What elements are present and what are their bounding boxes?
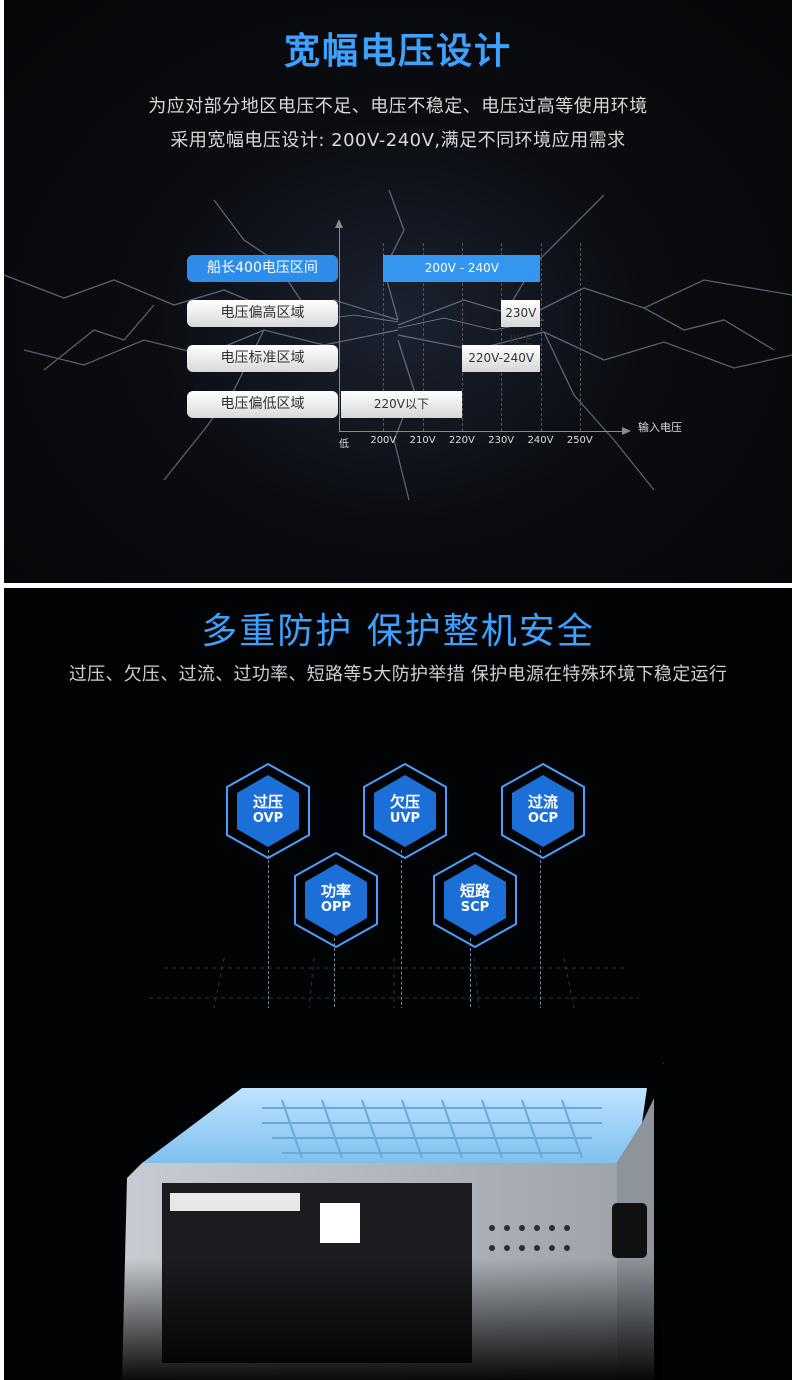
x-tick-label: 210V: [409, 435, 436, 446]
connector-line: [401, 850, 402, 1020]
gridline: [579, 243, 581, 431]
range-bar: 220V-240V: [461, 345, 541, 372]
x-tick-label: 240V: [527, 435, 554, 446]
wide-voltage-section: 宽幅电压设计 为应对部分地区电压不足、电压不稳定、电压过高等使用环境 采用宽幅电…: [4, 0, 792, 583]
x-tick-label: 220V: [448, 435, 475, 446]
y-axis-arrow: [335, 219, 343, 228]
range-bar: 220V以下: [341, 391, 462, 418]
gridline: [461, 243, 463, 431]
badge-en-label: OCP: [527, 811, 559, 826]
x-tick-label: 200V: [370, 435, 397, 446]
row-label: 船长400电压区间: [187, 255, 338, 282]
row-label: 电压偏高区域: [187, 300, 338, 327]
x-tick-label: 250V: [566, 435, 593, 446]
badge-cn-label: 过流: [527, 793, 558, 811]
x-tick-label: 低: [339, 439, 349, 450]
gridline: [501, 243, 503, 431]
connector-line: [540, 850, 541, 1040]
badge-en-label: OPP: [320, 900, 352, 915]
hexagon-icon: [501, 762, 585, 860]
protection-section: 多重防护 保护整机安全 过压、欠压、过流、过功率、短路等5大防护举措 保护电源在…: [4, 588, 792, 1380]
section-title: 多重防护 保护整机安全: [201, 611, 595, 652]
x-axis-arrow: [622, 427, 631, 435]
x-axis: [339, 431, 624, 432]
range-bar: 230V以上: [501, 300, 541, 347]
x-tick-label: 230V: [488, 435, 515, 446]
subtitle-line-2: 采用宽幅电压设计: 200V-240V,满足不同环境应用需求: [170, 130, 626, 151]
badge-cn-label: 过压: [252, 793, 283, 811]
power-supply-illustration: [122, 1008, 662, 1380]
voltage-chart: 输入电压 低 200V 210V 220V 230V 240V 250V 船长400电压区间 2…: [4, 215, 792, 455]
gridline: [540, 243, 542, 431]
badge-en-label: UVP: [389, 811, 421, 826]
range-bar: 200V - 240V: [383, 255, 541, 282]
row-label: 电压标准区域: [187, 345, 338, 372]
gridline: [383, 243, 385, 431]
badge-cn-label: 欠压: [389, 793, 420, 811]
connector-line: [268, 850, 269, 1080]
badge-en-label: SCP: [460, 900, 490, 915]
row-label: 电压偏低区域: [187, 391, 338, 418]
hexagon-icon: [363, 762, 447, 860]
hexagon-icon: [294, 851, 378, 949]
y-axis: [339, 227, 340, 432]
badge-cn-label: 短路: [459, 882, 490, 900]
section-subtitle: 过压、欠压、过流、过功率、短路等5大防护举措 保护电源在特殊环境下稳定运行: [68, 664, 728, 685]
hexagon-icon: [433, 851, 517, 949]
page-title: 宽幅电压设计: [283, 31, 512, 72]
gridline: [422, 243, 424, 431]
badge-en-label: OVP: [252, 811, 284, 826]
hexagon-icon: [226, 762, 310, 860]
subtitle-line-1: 为应对部分地区电压不足、电压不稳定、电压过高等使用环境: [148, 96, 648, 117]
badge-cn-label: 功率: [320, 882, 351, 900]
x-axis-label: 输入电压: [638, 421, 682, 434]
